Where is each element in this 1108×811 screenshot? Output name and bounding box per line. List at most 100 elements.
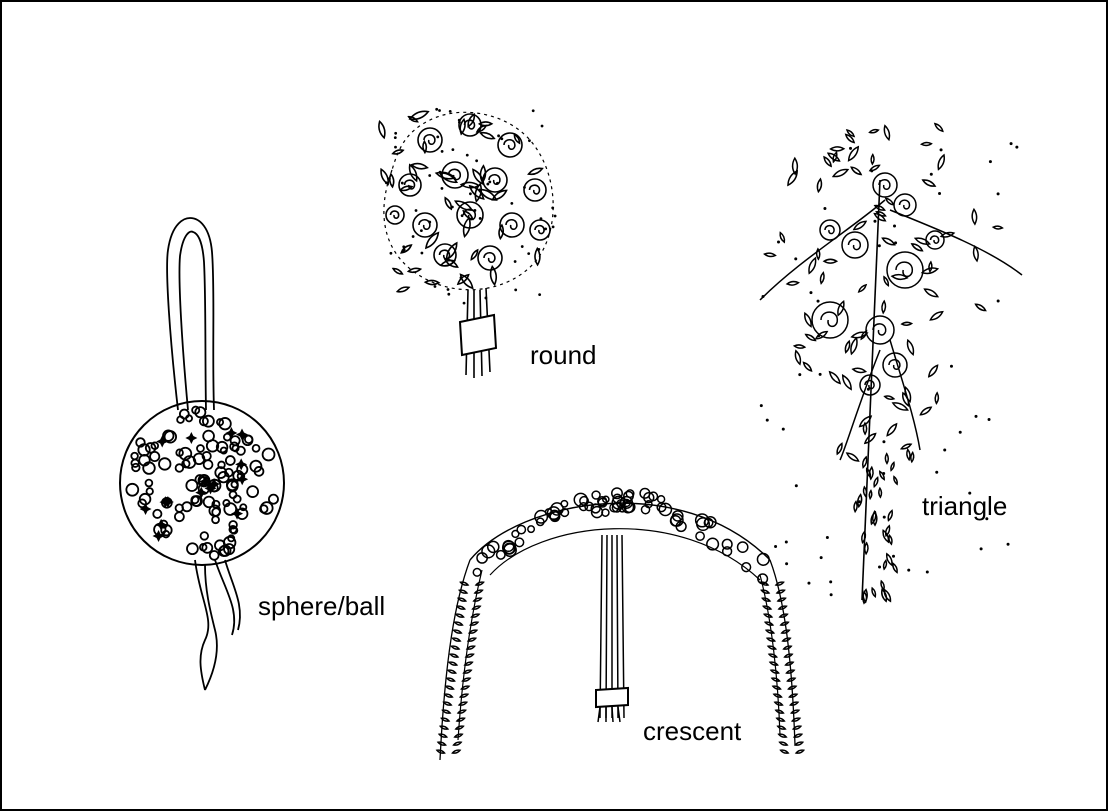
round-label: round	[530, 342, 597, 368]
rose-petal	[931, 236, 939, 243]
rose-outline	[887, 252, 923, 288]
rose-outline	[894, 194, 916, 216]
berry-dot	[441, 187, 444, 190]
leaf	[460, 119, 465, 134]
leaf	[833, 169, 848, 176]
leaf	[804, 362, 812, 370]
rose-outline	[866, 316, 894, 344]
sphere-flower	[203, 431, 214, 442]
leaf	[446, 686, 454, 689]
berry-dot	[537, 248, 540, 251]
berry-dot	[1015, 146, 1018, 149]
berry-dot	[461, 214, 464, 217]
leaf	[865, 434, 876, 444]
berry-dot	[892, 555, 895, 558]
leaf	[787, 282, 798, 286]
berry-dot	[882, 440, 885, 443]
berry-dot	[394, 136, 397, 139]
leaf	[920, 407, 931, 414]
berry-dot	[521, 245, 524, 248]
leaf	[805, 313, 811, 326]
leaf	[872, 588, 876, 597]
triangle-label: triangle	[922, 493, 1007, 519]
berry-dot	[484, 297, 487, 300]
leaf	[794, 345, 804, 348]
leaf	[480, 133, 494, 139]
leaf	[891, 462, 894, 470]
leaf	[764, 614, 772, 617]
leaf	[869, 467, 873, 479]
leaf	[837, 443, 842, 454]
leaf	[795, 742, 803, 745]
leaf	[445, 694, 453, 697]
crescent-flower	[515, 538, 523, 546]
leaf	[993, 226, 1002, 229]
crescent-flower	[757, 554, 769, 566]
rose-petal	[419, 220, 430, 230]
sphere-flower	[197, 445, 204, 452]
leaf	[777, 718, 785, 721]
leaf	[443, 710, 451, 713]
leaf	[884, 560, 887, 569]
leaf	[859, 285, 866, 292]
leaf	[938, 155, 944, 169]
berry-dot	[989, 160, 992, 163]
sphere-dark-flower	[140, 503, 152, 515]
rose-petal	[391, 211, 399, 218]
rose-petal	[889, 360, 900, 370]
leaf	[925, 289, 938, 297]
berry-dot	[415, 209, 418, 212]
berry-dot	[390, 252, 393, 255]
leaf	[870, 130, 879, 133]
leaf	[768, 646, 776, 649]
leaf	[781, 622, 789, 625]
berry-dot	[849, 147, 852, 150]
rose-petal	[873, 324, 886, 335]
leaf	[476, 582, 484, 585]
berry-dot	[980, 547, 983, 550]
berry-dot	[807, 582, 810, 585]
leaf	[824, 157, 831, 166]
berry-dot	[774, 545, 777, 548]
rose-petal	[530, 185, 540, 194]
sphere-flower	[204, 460, 213, 469]
berry-dot	[950, 365, 953, 368]
leaf	[794, 734, 802, 737]
sphere-flower	[126, 484, 138, 496]
leaf	[923, 180, 935, 186]
leaf	[785, 654, 793, 657]
sphere-flower	[159, 458, 170, 469]
leaf	[882, 238, 894, 245]
berry-dot	[997, 299, 1000, 302]
berry-dot	[488, 180, 491, 183]
leaf	[777, 590, 785, 593]
berry-dot	[469, 192, 472, 195]
leaf	[436, 172, 454, 179]
berry-dot	[782, 428, 785, 431]
leaf	[445, 198, 451, 209]
leaf	[776, 710, 784, 713]
leaf	[452, 646, 460, 649]
leaf	[454, 742, 462, 745]
leaf	[874, 477, 878, 486]
berry-dot	[447, 293, 450, 296]
berry-dot	[510, 202, 513, 205]
berry-dot	[500, 137, 503, 140]
leaf	[894, 477, 897, 484]
leaf	[853, 368, 866, 372]
leaf	[820, 273, 824, 284]
rose-outline	[530, 220, 550, 240]
leaf	[875, 205, 885, 210]
berry-dot	[760, 404, 763, 407]
leaf	[817, 179, 821, 192]
leaf	[423, 141, 426, 152]
rose-outline	[418, 128, 442, 152]
leaf	[780, 233, 784, 243]
leaf	[929, 365, 938, 376]
sphere-flower	[230, 491, 237, 498]
sphere-flower	[131, 453, 138, 460]
berry-dot	[829, 580, 832, 583]
leaf	[783, 638, 791, 641]
berry-dot	[940, 148, 943, 151]
